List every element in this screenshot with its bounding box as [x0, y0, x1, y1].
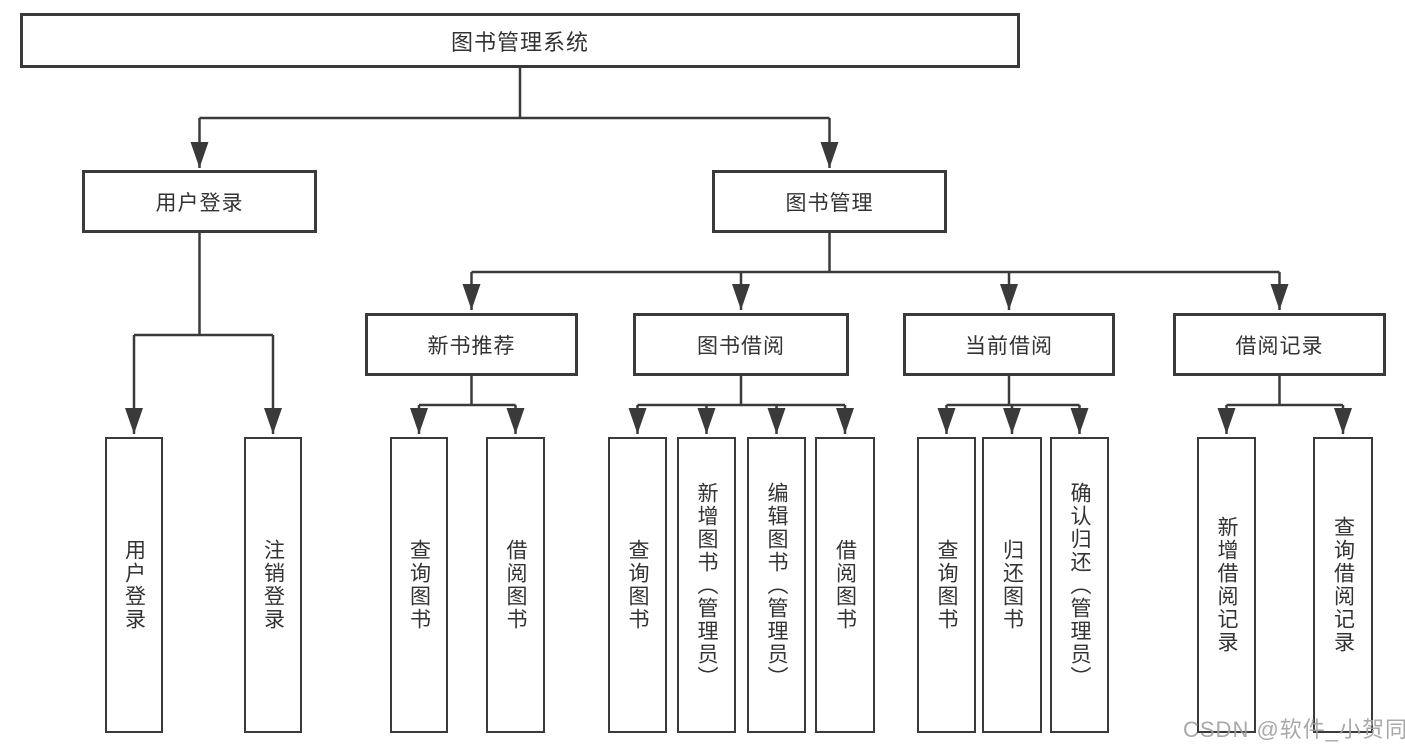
node-label: 借阅记录: [1235, 334, 1324, 358]
node-book-management-system: 图书管理系统: [20, 13, 1020, 68]
node-label: 图书管理系统: [450, 29, 589, 55]
node-leaf-logout: 注销登录: [244, 437, 302, 733]
node-leaf-add-borrow-record: 新增借阅记录: [1197, 437, 1256, 733]
csdn-watermark: CSDN @软件_小贺同学: [1183, 717, 1405, 742]
node-label: 用户登录: [122, 539, 146, 631]
node-leaf-borrow-books-borrowing: 借阅图书: [815, 437, 875, 733]
node-leaf-edit-books-admin: 编辑图书（管理员）: [747, 437, 806, 733]
node-new-book-recommend: 新书推荐: [365, 313, 578, 376]
node-label: 借阅图书: [833, 539, 857, 631]
node-label: 当前借阅: [965, 334, 1053, 358]
node-label: 新增图书（管理员）: [695, 481, 719, 689]
node-leaf-borrow-books-recommend: 借阅图书: [486, 437, 545, 733]
node-leaf-add-books-admin: 新增图书（管理员）: [677, 437, 736, 733]
node-label: 查询借阅记录: [1331, 516, 1355, 654]
node-label: 新书推荐: [427, 334, 516, 358]
node-label: 归还图书: [1000, 539, 1024, 631]
node-label: 确认归还（管理员）: [1068, 481, 1092, 689]
node-leaf-query-borrow-record: 查询借阅记录: [1313, 437, 1373, 733]
node-leaf-user-login: 用户登录: [105, 437, 163, 733]
node-book-management: 图书管理: [712, 170, 947, 233]
node-label: 用户登录: [155, 191, 244, 215]
node-label: 查询图书: [626, 539, 650, 631]
node-label: 图书管理: [785, 191, 874, 215]
node-borrowing-records: 借阅记录: [1173, 313, 1386, 376]
node-current-borrowing: 当前借阅: [903, 313, 1115, 376]
node-label: 图书借阅: [697, 334, 785, 358]
node-leaf-query-books-borrowing: 查询图书: [608, 437, 667, 733]
node-label: 查询图书: [935, 539, 959, 631]
node-label: 注销登录: [261, 539, 285, 631]
node-leaf-confirm-return-admin: 确认归还（管理员）: [1050, 437, 1109, 733]
node-label: 查询图书: [407, 539, 431, 631]
node-label: 新增借阅记录: [1215, 516, 1239, 654]
node-leaf-return-books: 归还图书: [982, 437, 1042, 733]
node-user-login: 用户登录: [82, 170, 317, 233]
node-label: 借阅图书: [504, 539, 528, 631]
node-label: 编辑图书（管理员）: [765, 481, 789, 689]
node-book-borrowing: 图书借阅: [633, 313, 849, 376]
node-leaf-query-books-recommend: 查询图书: [390, 437, 448, 733]
node-leaf-query-books-current: 查询图书: [917, 437, 976, 733]
